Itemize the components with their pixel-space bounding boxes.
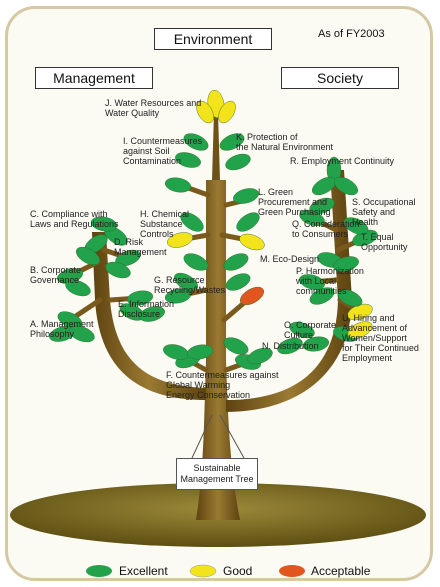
left-branch — [92, 232, 206, 400]
leaf-excellent — [175, 152, 201, 168]
legend-good-label: Good — [223, 564, 253, 578]
as-of-date: As of FY2003 — [318, 28, 385, 40]
leaf-excellent — [225, 273, 251, 291]
legend-acceptable-label: Acceptable — [311, 564, 371, 578]
header-society: Society — [281, 67, 399, 89]
label-h: H. Chemical Substance Controls — [140, 209, 190, 239]
legend-excellent-label: Excellent — [119, 564, 168, 578]
label-p: P. Harmonization with Local communities — [296, 266, 364, 296]
label-r: R. Employment Continuity — [290, 156, 395, 166]
sign-rope-left — [191, 414, 213, 459]
leaf-excellent — [69, 325, 95, 343]
right-branch — [226, 170, 352, 412]
label-j: J. Water Resources and Water Quality — [105, 98, 202, 118]
leaf-excellent — [289, 321, 315, 339]
leaf-excellent — [65, 279, 91, 297]
leaf-excellent — [223, 337, 249, 355]
leaf-excellent — [233, 188, 259, 204]
leaf-excellent — [76, 246, 100, 266]
leaf-acceptable — [240, 286, 264, 306]
leaf-excellent — [219, 133, 245, 151]
leaf-excellent — [225, 153, 251, 171]
label-b: B. Corporate Governance — [30, 265, 82, 285]
label-q: Q. Consideration to Consumers — [292, 219, 360, 239]
label-i: I. Countermeasures against Soil Contamin… — [123, 136, 203, 166]
legend-good-leaf — [189, 564, 217, 578]
leaf-good — [239, 233, 265, 251]
leaf-excellent — [139, 306, 165, 322]
leaf-excellent — [309, 197, 335, 215]
legend-excellent-leaf — [86, 565, 112, 577]
leaf-excellent — [337, 289, 363, 307]
legend-acceptable-leaf — [279, 565, 305, 577]
label-o: O. Corporate Culture — [284, 320, 337, 340]
label-s: S. Occupational Safety and Health — [352, 197, 416, 227]
leaf-excellent — [343, 217, 369, 235]
leaf-excellent — [126, 290, 154, 306]
header-environment: Environment — [154, 28, 272, 50]
header-management: Management — [35, 67, 153, 89]
leaf-excellent — [183, 253, 209, 271]
leaf-excellent — [299, 274, 325, 290]
leaf-good — [167, 232, 193, 248]
label-f: F. Countermeasures against Global Warmin… — [166, 370, 279, 400]
sign-rope-right — [219, 414, 245, 459]
leaf-excellent — [277, 337, 303, 355]
label-c: C. Compliance with Laws and Regulations — [30, 209, 119, 229]
label-g: G. Resource Recycling/Wastes — [154, 275, 226, 295]
leaf-excellent — [309, 287, 335, 305]
leaf-excellent — [164, 177, 192, 193]
leaf-good — [218, 100, 236, 124]
sustainable-management-tree-sign: Sustainable Management Tree — [176, 458, 258, 490]
leaf-excellent — [302, 336, 330, 352]
label-m: M. Eco-Design — [260, 254, 320, 264]
label-k: K. Protection of the Natural Environment — [236, 132, 334, 152]
leaf-excellent — [333, 256, 359, 272]
label-u: U. Hiring and Advancement of Women/Suppo… — [342, 313, 419, 363]
label-l: L. Green Procurement and Green Purchasin… — [258, 187, 331, 217]
leaf-good — [347, 321, 373, 339]
label-e: E. Information Disclosure — [118, 299, 175, 319]
label-d: D. Risk Management — [114, 237, 167, 257]
trunk-top — [212, 112, 220, 180]
leaf-excellent — [164, 288, 192, 304]
leaf-excellent — [105, 261, 131, 279]
leaf-excellent — [90, 216, 118, 232]
leaf-excellent — [174, 272, 198, 292]
leaf-excellent — [186, 344, 214, 360]
label-a: A. Management Philosophy — [30, 319, 94, 339]
label-t: T. Equal Opportunity — [361, 232, 408, 252]
leaves — [49, 89, 378, 370]
leaf-excellent — [236, 212, 260, 232]
leaf-excellent — [180, 212, 204, 232]
leaf-excellent — [223, 253, 249, 271]
leaf-excellent — [183, 133, 209, 151]
leaf-good — [196, 100, 214, 124]
leaf-excellent — [247, 347, 273, 365]
label-n: N. Distribution — [262, 341, 319, 351]
leaf-excellent — [334, 176, 358, 196]
